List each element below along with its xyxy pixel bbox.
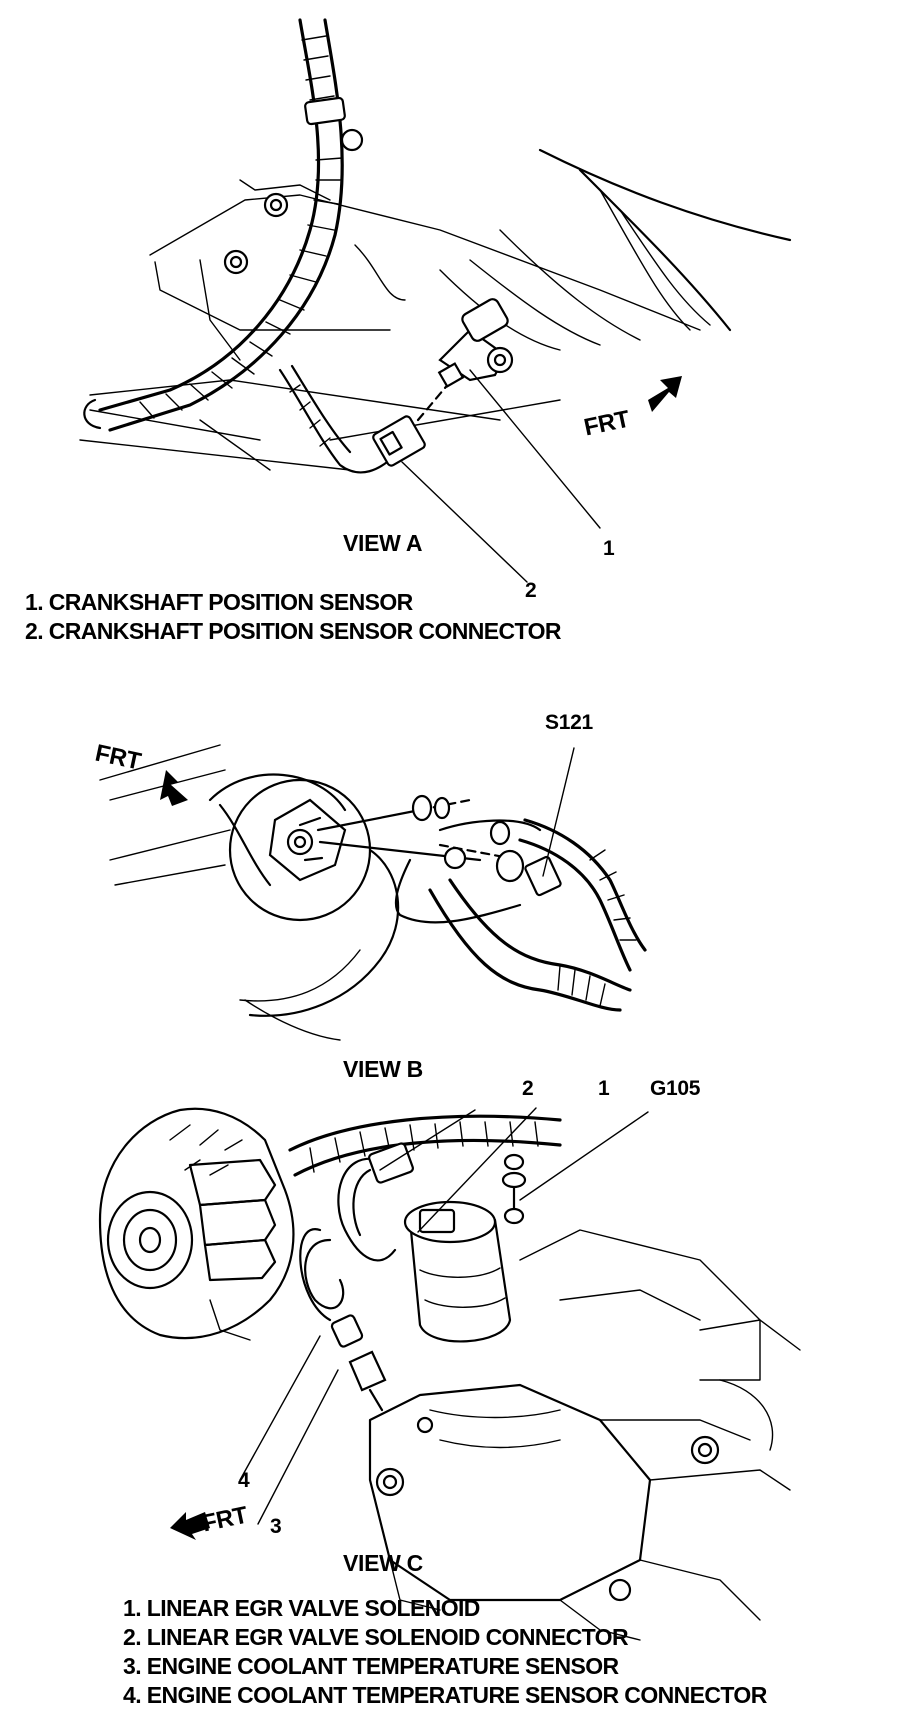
view-a-legend: 1. CRANKSHAFT POSITION SENSOR 2. CRANKSH… xyxy=(25,588,561,646)
legend-item: 4. ENGINE COOLANT TEMPERATURE SENSOR CON… xyxy=(123,1682,767,1708)
harness-clip xyxy=(304,96,346,126)
nut-icon xyxy=(495,849,525,883)
legend-item: 3. ENGINE COOLANT TEMPERATURE SENSOR xyxy=(123,1653,619,1679)
bolt-icon xyxy=(340,128,364,152)
callout-s121-leader xyxy=(542,747,575,877)
view-c-callout-3: 3 xyxy=(270,1515,282,1538)
view-c-wiring-harness xyxy=(288,1114,562,1152)
view-b-cylinder xyxy=(208,773,347,812)
view-a-wiring-harness xyxy=(98,18,321,412)
alternator xyxy=(98,1107,295,1340)
callout-4-leader xyxy=(239,1335,321,1481)
view-c-callout-1: 1 xyxy=(598,1077,610,1100)
view-b-drawing xyxy=(99,744,647,1041)
view-a-callout-1: 1 xyxy=(603,537,615,560)
view-c-drawing xyxy=(98,1107,801,1641)
legend-item: 1. LINEAR EGR VALVE SOLENOID xyxy=(123,1595,480,1621)
frt-arrow-icon xyxy=(160,770,188,806)
view-a-block-edge xyxy=(149,194,701,331)
view-c-title: VIEW C xyxy=(343,1550,423,1576)
view-c-callout-4: 4 xyxy=(238,1469,250,1492)
frt-arrow-icon xyxy=(170,1512,210,1540)
ground-g105 xyxy=(503,1153,525,1171)
engine-coolant-temperature-sensor xyxy=(348,1350,387,1392)
bolt-icon xyxy=(690,1435,720,1465)
callout-1-leader xyxy=(469,369,601,529)
nut-icon xyxy=(411,794,433,822)
view-a-callout-2: 2 xyxy=(525,579,537,602)
callout-2-leader xyxy=(379,1109,476,1171)
legend-item: 1. CRANKSHAFT POSITION SENSOR xyxy=(25,589,413,615)
view-a-title: VIEW A xyxy=(343,530,423,556)
view-b-hose xyxy=(428,888,622,1012)
view-c-callout-2: 2 xyxy=(522,1077,534,1100)
view-b-harness xyxy=(523,818,647,952)
legend-item: 2. CRANKSHAFT POSITION SENSOR CONNECTOR xyxy=(25,618,561,644)
view-c-callout-g105: G105 xyxy=(650,1077,701,1100)
callout-g105-leader xyxy=(519,1111,649,1201)
view-c-legend: 1. LINEAR EGR VALVE SOLENOID 2. LINEAR E… xyxy=(123,1594,767,1710)
alternator-pulley xyxy=(106,1190,194,1290)
frt-arrow-icon xyxy=(648,376,682,412)
view-a-flywheel-housing xyxy=(538,148,792,242)
callout-1-leader xyxy=(417,1107,537,1233)
bolt-icon xyxy=(263,192,289,218)
callout-3-leader xyxy=(257,1369,339,1525)
view-b-title: VIEW B xyxy=(343,1056,423,1082)
view-a-drawing xyxy=(79,18,792,583)
view-b-callout-s121: S121 xyxy=(545,711,593,734)
nut-icon xyxy=(489,820,511,846)
bolt-icon xyxy=(375,1467,405,1497)
engine-coolant-temperature-sensor-connector xyxy=(330,1314,364,1348)
callout-2-leader xyxy=(401,461,528,583)
view-a-connector-lead xyxy=(278,368,397,474)
legend-item: 2. LINEAR EGR VALVE SOLENOID CONNECTOR xyxy=(123,1624,629,1650)
bolt-icon xyxy=(223,249,249,275)
bolt-icon xyxy=(608,1578,632,1602)
